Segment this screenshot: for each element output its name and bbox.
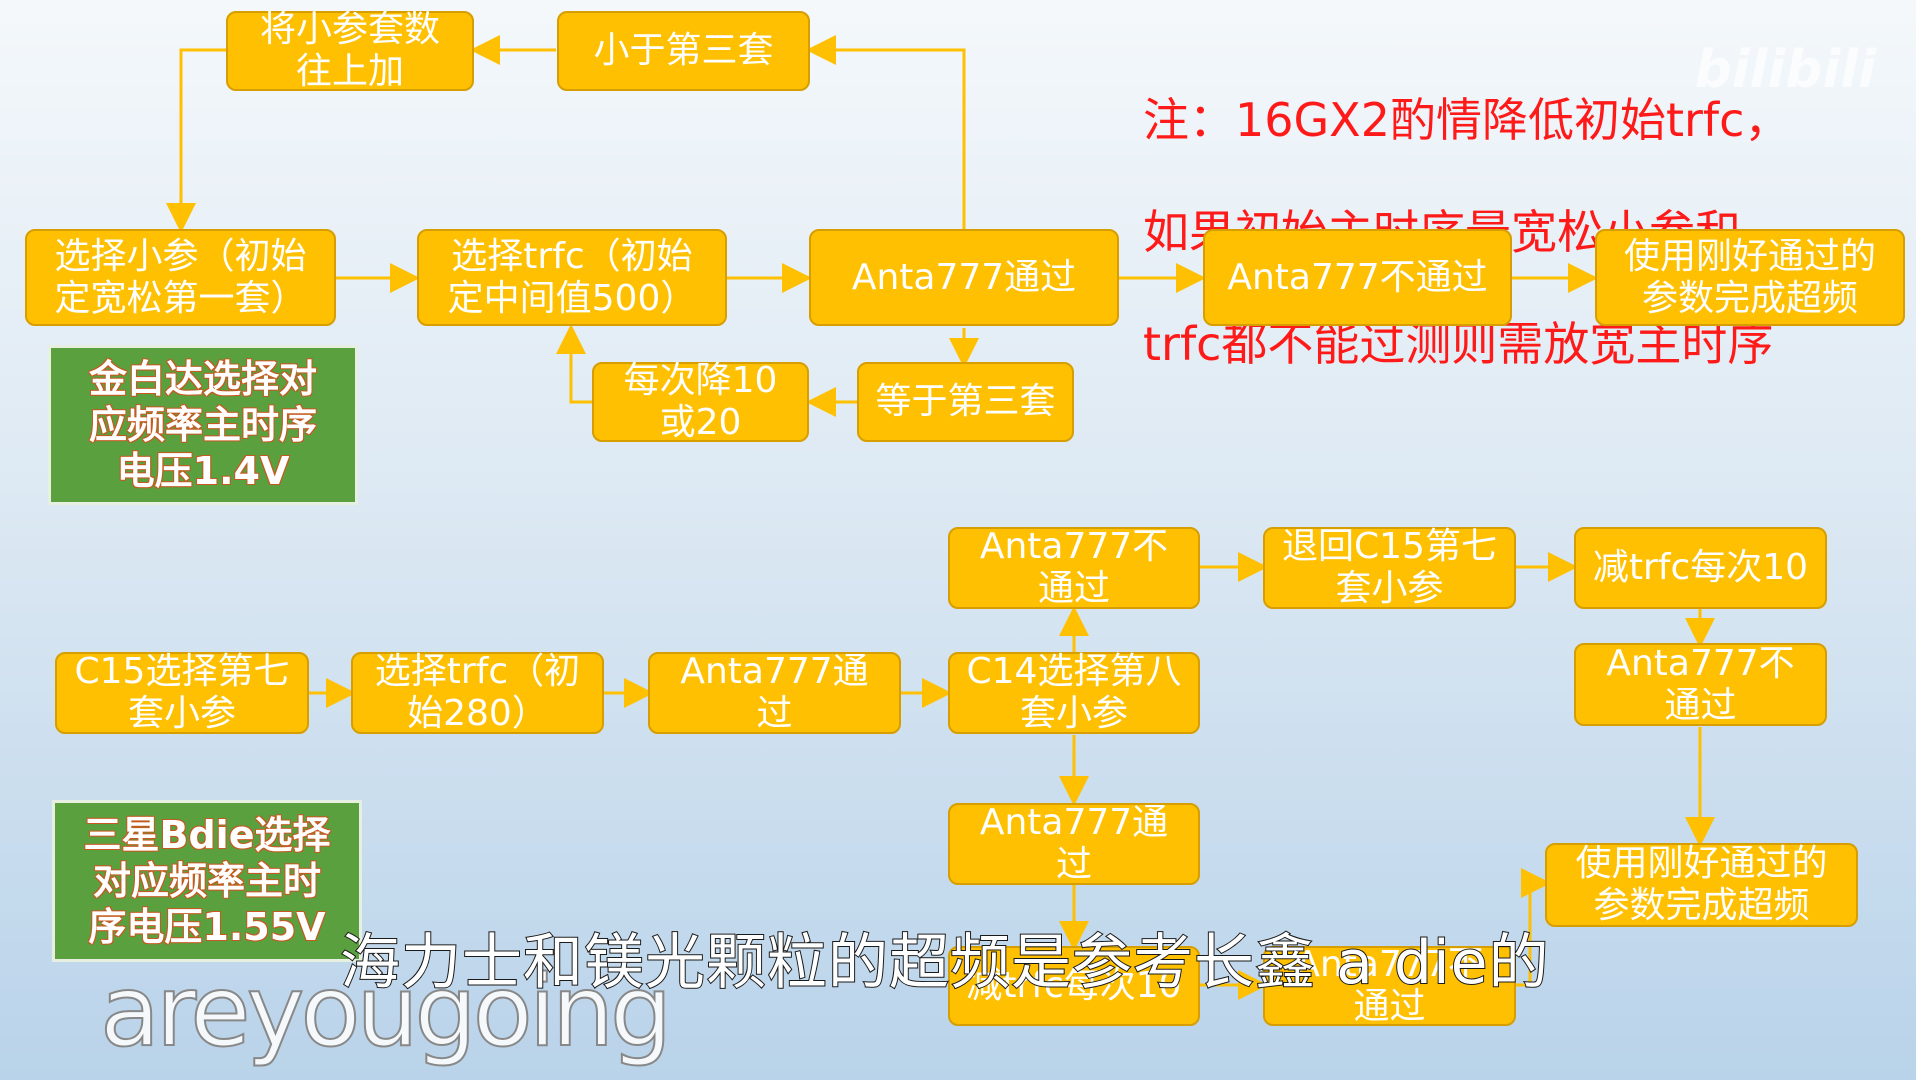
box-reduce: 每次降10 或20	[592, 360, 809, 443]
box-add-small: 将小参套数 往上加	[226, 9, 474, 92]
box-anta-fail-b: Anta777不 通过	[1574, 643, 1827, 726]
box-anta-fail: Anta777不通过	[1203, 229, 1512, 326]
box-equal-third: 等于第三套	[857, 362, 1074, 442]
box-anta-fail-a: Anta777不 通过	[948, 526, 1200, 609]
arrow-fail-c-to-finish	[1516, 868, 1551, 987]
bilibili-watermark: bilibili	[1694, 40, 1876, 100]
box-c15-seventh: C15选择第七 套小参	[55, 651, 309, 734]
green-note-bottom: 三星Bdie选择 对应频率主时 序电压1.55V	[52, 800, 362, 962]
video-subtitle: 海力士和镁光颗粒的超频是参考长鑫 a die的	[339, 927, 1550, 999]
arrow-reduce-to-trfc	[556, 324, 592, 404]
signature-watermark: areyougoing	[99, 954, 673, 1070]
box-anta-pass-a: Anta777通 过	[648, 651, 901, 734]
box-anta-pass: Anta777通过	[809, 229, 1119, 326]
box-reduce-trfc: 减trfc每次10	[1574, 527, 1827, 609]
box-finish-b: 使用刚好通过的 参数完成超频	[1545, 843, 1858, 927]
note-line-1: 注：16GX2酌情降低初始trfc，	[1143, 93, 1791, 147]
box-choose-small: 选择小参（初始 定宽松第一套）	[25, 229, 336, 326]
box-anta-fail-c: Anta777不 通过	[1263, 944, 1516, 1027]
box-anta-pass-b: Anta777通 过	[948, 802, 1200, 885]
box-reduce-trfc-b: 减trfc每次10	[948, 946, 1200, 1026]
box-less-than-third: 小于第三套	[557, 11, 810, 91]
arrow-add-small-to-choose-small	[166, 48, 228, 233]
box-c14-eighth: C14选择第八 套小参	[948, 651, 1200, 734]
arrow-anta-pass-to-less-third	[806, 35, 966, 230]
box-back-c15: 退回C15第七 套小参	[1263, 526, 1516, 609]
note-line-3: trfc都不能过测则需放宽主时序	[1143, 317, 1774, 371]
box-finish: 使用刚好通过的 参数完成超频	[1595, 229, 1905, 326]
box-choose-trfc-280: 选择trfc（初 始280）	[351, 651, 604, 734]
box-choose-trfc: 选择trfc（初始 定中间值500）	[417, 229, 727, 326]
green-note-top: 金白达选择对 应频率主时序 电压1.4V	[48, 345, 358, 505]
